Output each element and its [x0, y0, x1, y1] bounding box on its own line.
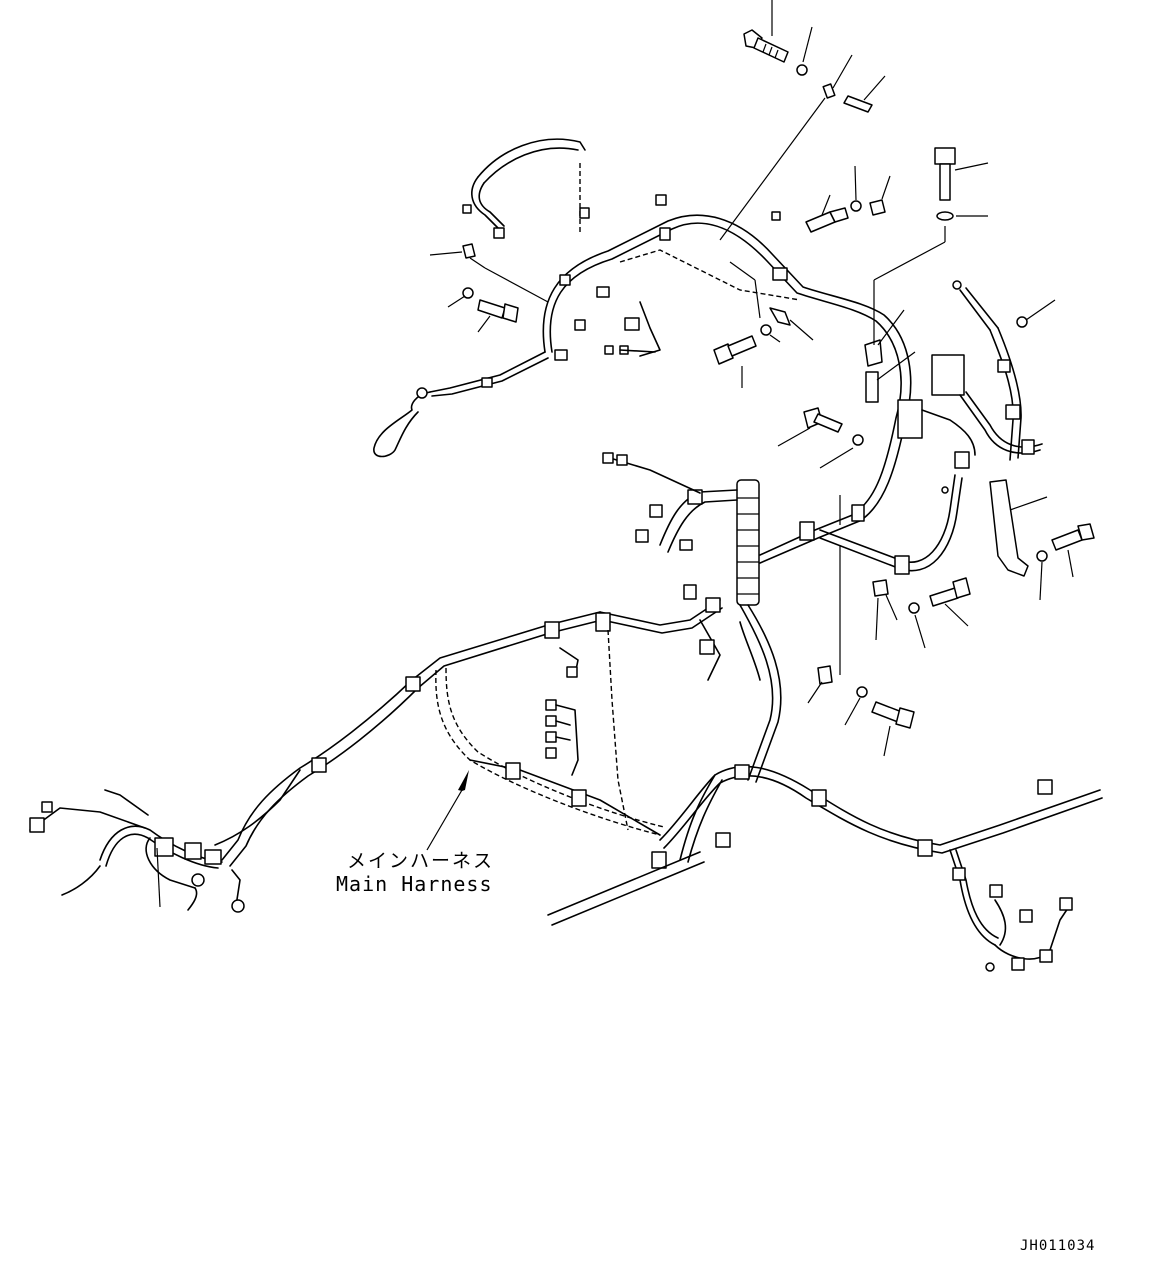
bolt-top — [743, 29, 789, 63]
main-harness-lower — [29, 611, 1103, 972]
middle-harness — [599, 280, 1043, 783]
connector-stack — [545, 699, 579, 776]
leader-lines — [156, 0, 1074, 908]
fasteners — [462, 29, 1095, 729]
main-harness-arrow — [458, 770, 469, 791]
harness-label-jp: メインハーネス — [347, 850, 495, 872]
drawing-code: JH011034 — [1020, 1238, 1096, 1254]
harness-label-en: Main Harness — [336, 872, 493, 896]
